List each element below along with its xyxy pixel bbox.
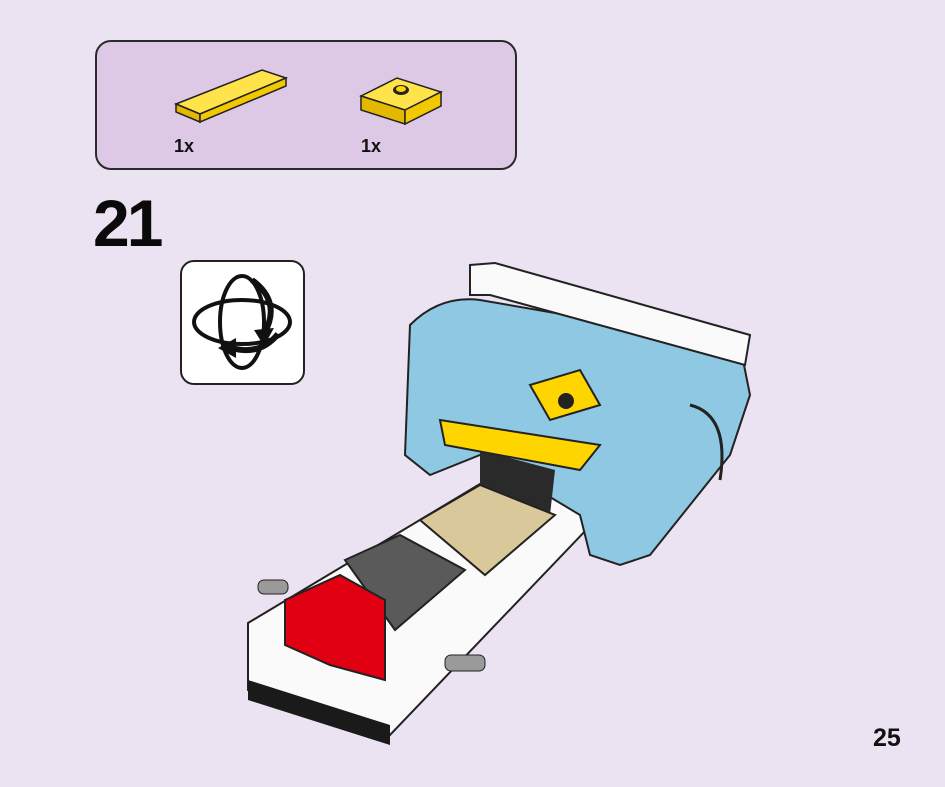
step-number: 21 bbox=[93, 186, 163, 260]
white-rear-panel bbox=[469, 261, 752, 367]
parts-callout-box: 1x 1x bbox=[95, 40, 517, 170]
yellow-plate-2x2-jumper-image bbox=[359, 77, 443, 126]
part-1-quantity: 1x bbox=[174, 136, 195, 156]
tan-plate bbox=[418, 483, 557, 577]
part-2-quantity: 1x bbox=[361, 136, 382, 156]
page-number: 25 bbox=[873, 724, 901, 752]
model-assembly-illustration bbox=[247, 261, 752, 745]
rotate-model-indicator bbox=[180, 260, 305, 385]
front-axle bbox=[257, 579, 289, 595]
yellow-tile-placed bbox=[438, 418, 602, 472]
red-brick bbox=[284, 573, 386, 682]
rotate-model-icon bbox=[192, 274, 292, 370]
rear-axle bbox=[444, 654, 486, 672]
yellow-tile-1x4-image bbox=[174, 69, 289, 124]
